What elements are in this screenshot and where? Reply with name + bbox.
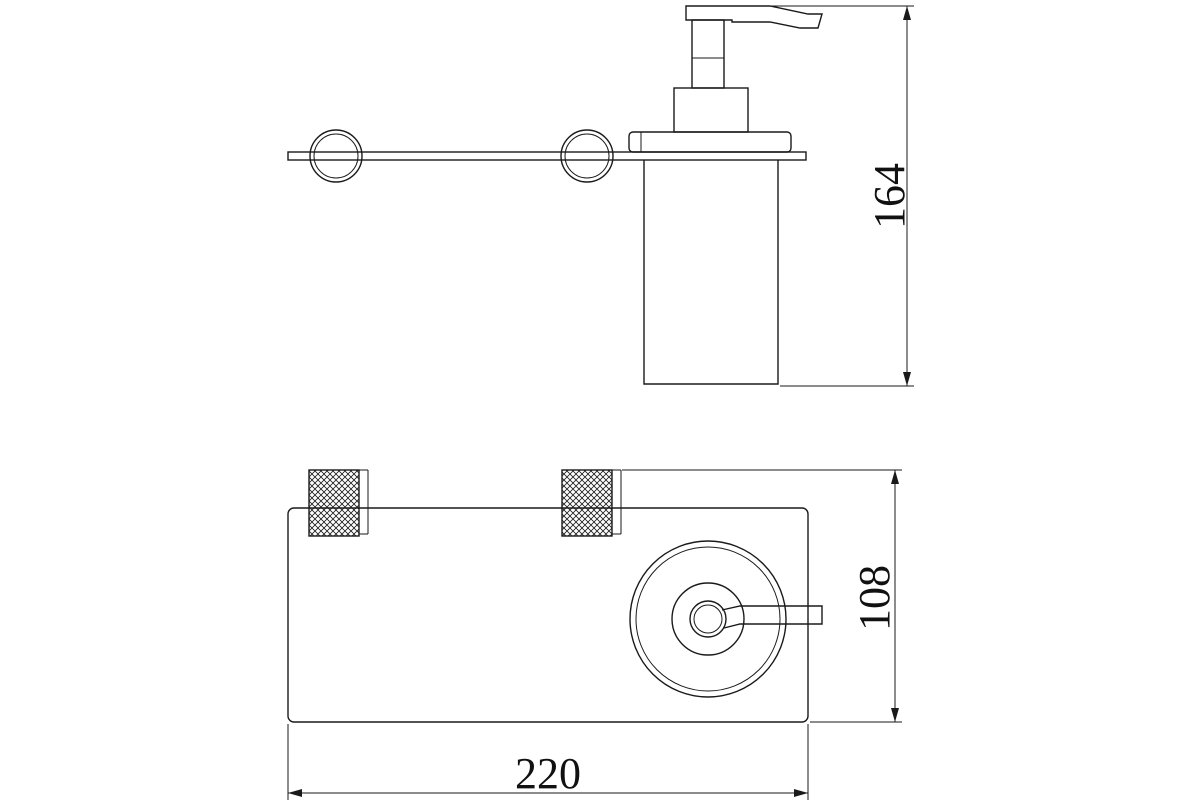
dimension-width-label: 220 [515,749,581,798]
dimension-depth-label: 108 [850,565,899,631]
side-collar [628,131,792,153]
top-mount-right [561,469,622,537]
side-view: 164 [287,5,914,387]
side-mount-right [560,129,614,183]
side-pump-stem [691,19,725,89]
dimension-depth: 108 [622,469,902,723]
side-shelf [287,151,807,161]
top-shelf [287,507,809,723]
top-dispenser [629,540,823,698]
top-view: 108 220 [287,469,902,800]
side-mount-left [309,129,363,183]
dimension-height: 164 [760,5,914,387]
side-container [643,160,779,385]
side-pump-housing [673,87,749,133]
top-mount-left [308,469,369,537]
dimension-height-label: 164 [865,163,914,229]
top-nozzle [721,605,823,629]
dimension-width: 220 [287,724,809,800]
side-pump-nozzle [685,5,823,29]
